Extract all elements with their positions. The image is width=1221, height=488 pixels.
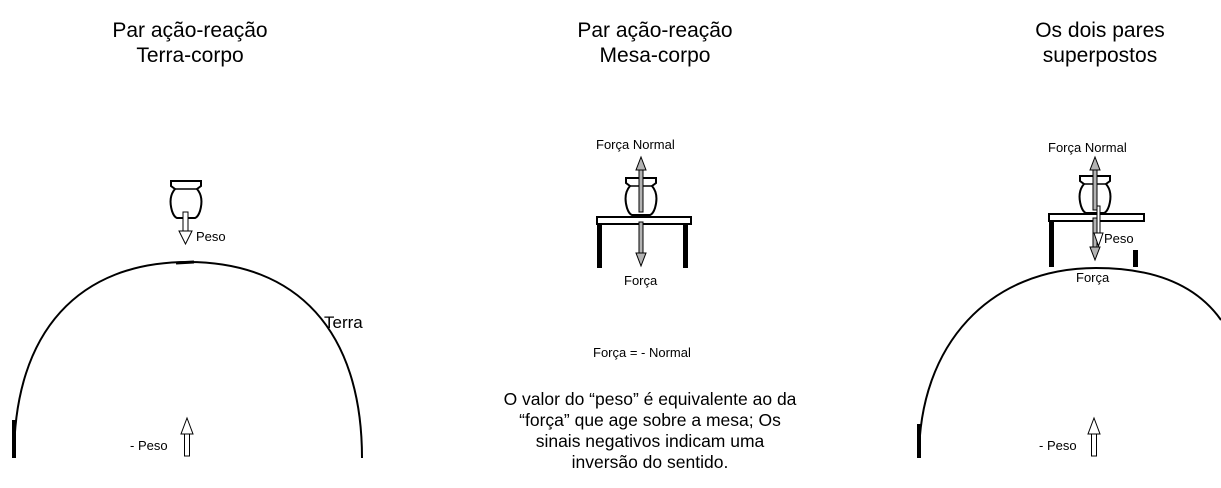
forca-arrow-2 xyxy=(635,221,647,268)
note-line3: sinais negativos indicam uma xyxy=(535,431,765,451)
peso-arrow-3 xyxy=(1093,205,1104,248)
normal-arrow-3 xyxy=(1089,155,1101,211)
forca-normal-label-2: Força Normal xyxy=(596,137,675,152)
minus-peso-label-1: - Peso xyxy=(130,438,168,453)
panel-1-title: Par ação-reação Terra-corpo xyxy=(80,18,300,68)
forca-label-2: Força xyxy=(624,273,658,288)
note-line4: inversão do sentido. xyxy=(571,452,729,472)
peso-label-1: Peso xyxy=(196,229,226,244)
forca-label-3: Força xyxy=(1076,270,1110,285)
note-line1: O valor do “peso” é equivalente ao da xyxy=(503,389,797,409)
minus-peso-arrow-3 xyxy=(1087,416,1101,457)
terra-label: Terra xyxy=(324,313,363,332)
peso-label-3: Peso xyxy=(1104,231,1134,246)
panel-2-title-line2: Mesa-corpo xyxy=(599,44,711,67)
panel-3-title: Os dois pares superpostos xyxy=(990,18,1210,68)
minus-peso-arrow-1 xyxy=(180,416,194,457)
panel-2-title: Par ação-reação Mesa-corpo xyxy=(545,18,765,68)
panel-2-title-line1: Par ação-reação xyxy=(577,19,733,42)
note-line2: “força” que age sobre a mesa; Os xyxy=(519,410,781,430)
panel-3-title-line1: Os dois pares xyxy=(1035,19,1165,42)
table-2 xyxy=(596,216,692,268)
panel-1-title-line1: Par ação-reação xyxy=(112,19,268,42)
explanation-note: O valor do “peso” é equivalente ao da “f… xyxy=(450,389,850,473)
forca-normal-label-3: Força Normal xyxy=(1048,140,1127,155)
minus-peso-label-3: - Peso xyxy=(1039,438,1077,453)
peso-arrow-1 xyxy=(178,211,193,246)
earth-arc-3 xyxy=(918,266,1221,459)
equation-label: Força = - Normal xyxy=(593,345,691,360)
normal-arrow-2 xyxy=(635,155,647,213)
panel-3-title-line2: superpostos xyxy=(1042,44,1158,67)
panel-1-title-line2: Terra-corpo xyxy=(136,44,244,67)
